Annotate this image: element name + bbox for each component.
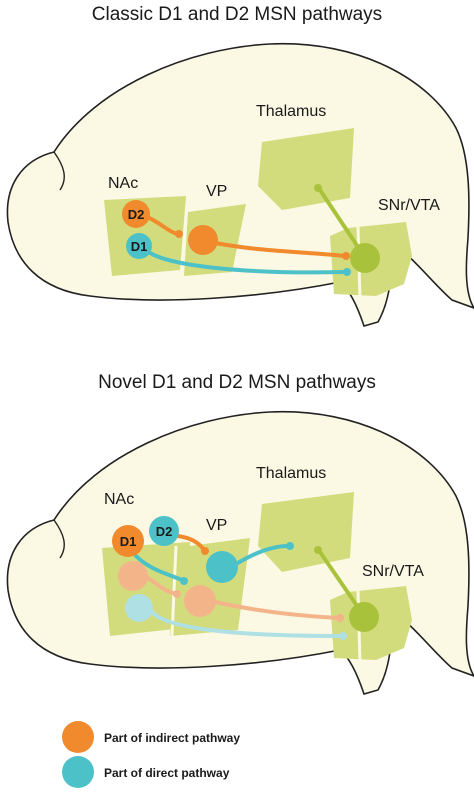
label-nac: NAc — [108, 175, 138, 192]
vp-to-thalamus-projection — [234, 544, 290, 566]
label-snr-vta: SNr/VTA — [362, 563, 424, 580]
snr-to-thalamus-projection — [318, 188, 366, 258]
d1-to-snr-direct-projection — [142, 246, 346, 275]
panel-classic: Classic D1 and D2 MSN pathways NAc VP Th… — [6, 4, 474, 327]
vp-thalamus-terminal — [286, 542, 294, 550]
vp-indirect-terminal — [342, 252, 350, 260]
label-thalamus: Thalamus — [256, 465, 326, 482]
vp-neuron — [188, 225, 218, 255]
d1-neuron-label: D1 — [131, 239, 148, 254]
faded-direct-nac-neuron — [125, 594, 153, 622]
d2-neuron — [149, 516, 179, 546]
label-vp: VP — [206, 517, 227, 534]
thalamus-terminal — [314, 184, 322, 192]
d2-neuron — [122, 200, 150, 228]
faded-indirect-nac-neuron — [118, 561, 148, 591]
d2-terminal — [175, 230, 183, 238]
vp-to-snr-indirect-projection — [208, 240, 346, 258]
d1-neuron — [126, 233, 152, 259]
panel-novel: Novel D1 and D2 MSN pathways NAc VP Thal… — [6, 372, 474, 695]
faded-nac-vp-terminal — [173, 590, 181, 598]
thalamus-terminal — [314, 546, 322, 554]
faded-indirect-projection — [213, 600, 340, 620]
faded-direct-terminal — [339, 632, 347, 640]
vp-region — [170, 538, 250, 636]
panel-title-classic: Classic D1 and D2 MSN pathways — [92, 4, 382, 25]
d1-terminal — [343, 268, 351, 276]
d2-neuron-label: D2 — [128, 207, 145, 222]
thalamus-region — [258, 128, 354, 210]
legend-direct-label: Part of direct pathway — [104, 766, 230, 780]
d1-neuron-label: D1 — [120, 534, 137, 549]
brain-outline-fold — [53, 519, 65, 559]
legend-indirect-label: Part of indirect pathway — [104, 731, 240, 745]
vp-direct-neuron — [206, 551, 238, 583]
d1-terminal — [180, 577, 188, 585]
faded-indirect-terminal — [336, 614, 344, 622]
legend-direct-swatch — [62, 756, 94, 788]
snr-vta-neuron — [349, 602, 379, 632]
label-nac: NAc — [104, 491, 134, 508]
d1-neuron — [112, 525, 144, 557]
legend: Part of indirect pathway Part of direct … — [62, 721, 240, 788]
d1-to-vp-projection — [134, 554, 184, 582]
brain-outline-fold — [53, 151, 65, 191]
d2-terminal — [201, 547, 209, 555]
snr-vta-neuron — [350, 243, 380, 273]
d2-neuron-label: D2 — [156, 524, 173, 539]
faded-direct-projection — [150, 610, 342, 638]
faded-indirect-vp-neuron — [184, 585, 216, 617]
label-vp: VP — [206, 183, 227, 200]
legend-indirect-swatch — [62, 721, 94, 753]
label-thalamus: Thalamus — [256, 103, 326, 120]
thalamus-region — [258, 492, 354, 572]
panel-title-novel: Novel D1 and D2 MSN pathways — [98, 372, 376, 393]
label-snr-vta: SNr/VTA — [378, 197, 440, 214]
